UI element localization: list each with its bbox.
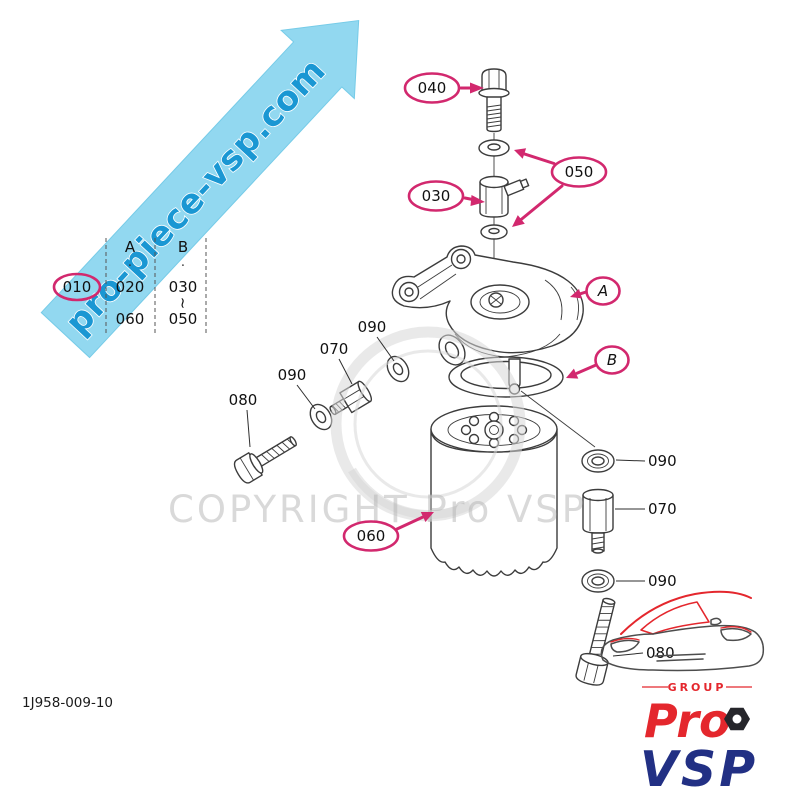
callout-b-label: B <box>607 351 617 369</box>
table-cell-050: 050 <box>169 310 198 328</box>
logo-car-sketch <box>600 590 765 672</box>
arrow-left-icon <box>566 368 579 379</box>
drawing-number-text: 1J958-009-10 <box>22 695 113 711</box>
table-header-b: B <box>178 238 188 256</box>
table-dot-b: · <box>181 259 185 274</box>
table-cell-020: 020 <box>116 278 145 296</box>
callout-060: 060 <box>342 512 434 552</box>
callout-040-label: 040 <box>418 79 447 97</box>
watermark-text: COPYRIGHT Pro VSP <box>168 488 587 531</box>
logo-group-row: GROUP <box>642 681 752 694</box>
callout-060-label: 060 <box>357 527 386 545</box>
label-080-left: 080 <box>229 391 258 448</box>
arrow-right-icon <box>470 195 485 206</box>
callout-050: 050 <box>512 148 608 227</box>
logo-brand-vsp: VSP <box>640 741 758 798</box>
washer-050-lower-drawing <box>480 224 508 240</box>
part-label-070: 070 <box>648 500 677 518</box>
arrow-lower-left-icon <box>512 215 525 227</box>
arrow-upper-left-icon <box>514 148 527 159</box>
logo-brand-pro: Pro <box>644 694 731 748</box>
label-090-left-inner: 090 <box>358 318 395 362</box>
label-070-right: 070 <box>615 500 677 518</box>
label-090-right-lower: 090 <box>616 572 677 590</box>
callout-010-ellipse <box>52 272 102 302</box>
logo-group-label: GROUP <box>668 681 727 694</box>
drawing-number: 1J958-009-10 <box>22 695 113 711</box>
link-line-right <box>520 390 596 448</box>
filter-cartridge-drawing <box>430 405 558 577</box>
washer-090-left-inner-drawing <box>386 355 410 383</box>
table-key-010: 010 <box>63 278 92 296</box>
joint-030-drawing <box>479 175 530 218</box>
table-cell-060: 060 <box>116 310 145 328</box>
callout-view-b: B <box>566 345 630 379</box>
table-dot-a: · <box>128 259 132 274</box>
banner-ribbon <box>40 19 360 359</box>
bolt-080-left-drawing <box>233 436 297 484</box>
washer-090-left-outer-drawing <box>309 403 333 431</box>
watermark-copyright: COPYRIGHT Pro VSP <box>168 488 587 531</box>
banner-text: pro-piece-vsp.com <box>58 51 334 343</box>
nipple-070-right-drawing <box>582 488 614 554</box>
arrow-right-icon <box>470 82 484 94</box>
washer-090-right-lower-drawing <box>581 569 615 593</box>
table-header-a: A <box>125 238 136 256</box>
arrow-upper-right-icon <box>420 512 434 522</box>
part-label-090: 090 <box>358 318 387 336</box>
part-label-090: 090 <box>648 452 677 470</box>
site-banner: pro-piece-vsp.com <box>40 19 360 359</box>
part-label-070: 070 <box>320 340 349 358</box>
table-cell-030: 030 <box>169 278 198 296</box>
callout-030-label: 030 <box>422 187 451 205</box>
nut-icon <box>724 707 750 731</box>
label-090-left-outer: 090 <box>278 366 316 410</box>
callout-view-a: A <box>570 276 621 306</box>
bolt-080-right-drawing <box>575 597 616 686</box>
label-090-right-upper: 090 <box>615 452 677 470</box>
part-label-080: 080 <box>646 644 675 662</box>
callout-a-label: A <box>597 282 608 300</box>
callout-040: 040 <box>403 72 484 104</box>
part-label-090: 090 <box>648 572 677 590</box>
bolt-040-drawing <box>478 68 510 133</box>
filter-head-drawing <box>391 245 584 366</box>
washer-050-upper-drawing <box>478 139 510 157</box>
table-range-squiggle: ~ <box>174 297 192 310</box>
washer-090-right-upper-drawing <box>581 449 615 473</box>
part-label-090: 090 <box>278 366 307 384</box>
label-070-left: 070 <box>320 340 353 385</box>
reference-table: A B · · 010 020 030 ~ 060 050 <box>52 238 207 334</box>
arrow-left-icon <box>570 289 582 299</box>
label-080-right: 080 <box>612 644 675 662</box>
part-label-080: 080 <box>229 391 258 409</box>
provsp-logo: GROUP Pro VSP <box>600 590 765 798</box>
callout-030: 030 <box>407 180 485 212</box>
callout-050-label: 050 <box>565 163 594 181</box>
